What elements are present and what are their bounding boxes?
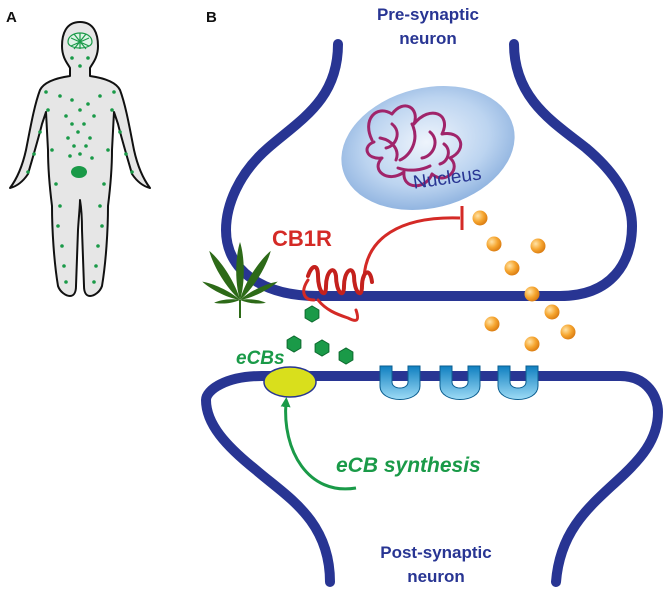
- body-dot: [66, 136, 70, 140]
- body-dot: [90, 156, 94, 160]
- body-dot: [38, 130, 42, 134]
- ecb-molecule: [338, 347, 354, 365]
- panel-a-label: A: [6, 9, 17, 26]
- body-dot: [26, 170, 30, 174]
- body-dot: [102, 182, 106, 186]
- vesicle: [560, 324, 576, 340]
- vesicle: [544, 304, 560, 320]
- post-synaptic-receptor: [379, 365, 421, 400]
- body-dot: [124, 152, 128, 156]
- body-dot: [60, 244, 64, 248]
- synthesis-arrow: [280, 397, 357, 491]
- body-dot: [62, 264, 66, 268]
- cannabis-leaf-icon: [202, 242, 278, 318]
- body-dot: [44, 90, 48, 94]
- post-synaptic-receptor-group: [379, 365, 539, 400]
- body-dot: [76, 130, 80, 134]
- ecb-molecule: [286, 335, 302, 353]
- body-dot: [86, 102, 90, 106]
- body-dot: [70, 56, 74, 60]
- body-dot: [82, 122, 86, 126]
- body-dot: [64, 280, 68, 284]
- post-synaptic-title-line1: Post-synaptic: [380, 543, 491, 562]
- panel-b-label: B: [206, 9, 217, 26]
- body-dot: [112, 90, 116, 94]
- dna-squiggle: [365, 104, 463, 188]
- pre-synaptic-membrane: [221, 39, 637, 301]
- pre-synaptic-title-line1: Pre-synaptic: [377, 5, 479, 24]
- body-dot: [92, 114, 96, 118]
- inhibition-arrow: [362, 216, 461, 279]
- cb1r-label: CB1R: [272, 226, 332, 251]
- vesicle: [484, 316, 500, 332]
- body-dot: [32, 152, 36, 156]
- body-dot: [72, 144, 76, 148]
- body-dot: [46, 108, 50, 112]
- body-dot: [64, 114, 68, 118]
- body-dot: [106, 148, 110, 152]
- body-dot: [88, 136, 92, 140]
- vesicle: [504, 260, 520, 276]
- nucleus: Nucleus: [341, 86, 515, 210]
- pre-synaptic-title-line2: neuron: [399, 29, 457, 48]
- body-dot: [130, 170, 134, 174]
- body-dot: [78, 152, 82, 156]
- vesicle: [524, 286, 540, 302]
- ecb-group: [286, 305, 354, 365]
- post-synaptic-receptor: [497, 365, 539, 400]
- body-dot: [68, 154, 72, 158]
- ecb-molecule: [304, 305, 320, 323]
- vesicle: [524, 336, 540, 352]
- cb1r-receptor: [302, 265, 374, 322]
- body-dot: [54, 182, 58, 186]
- ecbs-label: eCBs: [236, 348, 285, 369]
- body-dot: [58, 94, 62, 98]
- ecb-synthesis-enzyme: [263, 366, 317, 398]
- human-body-silhouette-icon: [9, 21, 151, 297]
- body-dot: [92, 280, 96, 284]
- body-dot: [98, 204, 102, 208]
- body-dot: [100, 224, 104, 228]
- body-dot: [86, 56, 90, 60]
- body-dot: [84, 144, 88, 148]
- post-synaptic-title-line2: neuron: [407, 567, 465, 586]
- body-dot: [118, 130, 122, 134]
- body-dot: [96, 244, 100, 248]
- body-dot: [94, 264, 98, 268]
- body-dot: [70, 122, 74, 126]
- body-dot: [50, 148, 54, 152]
- ecb-synthesis-label: eCB synthesis: [336, 454, 481, 477]
- vesicle: [472, 210, 488, 226]
- vesicle: [530, 238, 546, 254]
- ecb-molecule: [314, 339, 330, 357]
- vesicle-group: [472, 210, 576, 352]
- post-synaptic-membrane: [201, 371, 663, 587]
- body-dot: [56, 224, 60, 228]
- body-dot: [70, 98, 74, 102]
- body-dot: [78, 64, 82, 68]
- post-synaptic-receptor: [439, 365, 481, 400]
- body-dot: [78, 108, 82, 112]
- body-dot: [58, 204, 62, 208]
- body-dot: [98, 94, 102, 98]
- vesicle: [486, 236, 502, 252]
- body-dot: [110, 108, 114, 112]
